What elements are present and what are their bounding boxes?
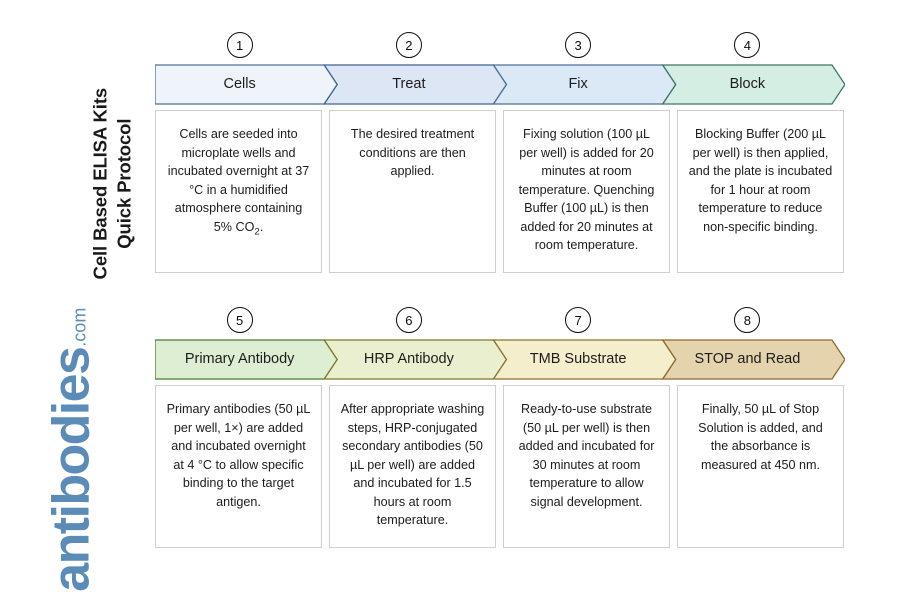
step-chevron-5[interactable] bbox=[155, 339, 339, 380]
step-number-badge-6: 6 bbox=[395, 307, 422, 333]
step-body-card-3: Fixing solution (100 µL per well) is add… bbox=[503, 110, 670, 273]
step-body-text-3: Fixing solution (100 µL per well) is add… bbox=[518, 127, 655, 252]
step-number-badge-5: 5 bbox=[226, 307, 253, 333]
step-body-card-7: Ready-to-use substrate (50 µL per well) … bbox=[503, 385, 670, 548]
step-body-card-2: The desired treatment conditions are the… bbox=[329, 110, 496, 273]
step-number-badge-1: 1 bbox=[226, 32, 253, 58]
step-body-card-4: Blocking Buffer (200 µL per well) is the… bbox=[677, 110, 844, 273]
step-bodies-row-1: Cells are seeded into microplate wells a… bbox=[155, 110, 845, 273]
step-number-badge-2: 2 bbox=[395, 32, 422, 58]
step-badges-row-1: 1 2 3 4 bbox=[155, 30, 845, 64]
logo-tld: .com bbox=[69, 307, 90, 347]
step-body-text-6: After appropriate washing steps, HRP-con… bbox=[340, 402, 485, 527]
step-number-badge-4: 4 bbox=[734, 32, 761, 58]
step-body-card-8: Finally, 50 µL of Stop Solution is added… bbox=[677, 385, 844, 548]
step-body-text-4: Blocking Buffer (200 µL per well) is the… bbox=[688, 127, 833, 234]
page-title: Cell Based ELISA Kits Quick Protocol bbox=[89, 87, 134, 280]
antibodies-logo: antibodies .com bbox=[42, 300, 101, 600]
step-chevron-2[interactable] bbox=[323, 64, 508, 105]
step-chevron-4[interactable] bbox=[661, 64, 845, 105]
step-number-badge-7: 7 bbox=[565, 307, 592, 333]
step-chevron-1[interactable] bbox=[155, 64, 339, 105]
step-chevron-3[interactable] bbox=[492, 64, 677, 105]
step-body-card-6: After appropriate washing steps, HRP-con… bbox=[329, 385, 496, 548]
left-rail: Cell Based ELISA Kits Quick Protocol ant… bbox=[0, 0, 155, 594]
step-number-badge-3: 3 bbox=[565, 32, 592, 58]
step-body-card-1: Cells are seeded into microplate wells a… bbox=[155, 110, 322, 273]
step-body-text-7: Ready-to-use substrate (50 µL per well) … bbox=[518, 402, 655, 509]
step-body-text-5: Primary antibodies (50 µL per well, 1×) … bbox=[166, 402, 311, 509]
step-body-text-2: The desired treatment conditions are the… bbox=[350, 127, 475, 178]
logo-wordmark: antibodies bbox=[42, 347, 101, 592]
step-band-svg bbox=[155, 64, 845, 105]
step-band-svg bbox=[155, 339, 845, 380]
step-badges-row-2: 5 6 7 8 bbox=[155, 305, 845, 339]
step-body-text-8: Finally, 50 µL of Stop Solution is added… bbox=[698, 402, 823, 472]
step-body-card-5: Primary antibodies (50 µL per well, 1×) … bbox=[155, 385, 322, 548]
step-chevron-6[interactable] bbox=[323, 339, 508, 380]
step-chevron-8[interactable] bbox=[661, 339, 845, 380]
step-body-text-1: Cells are seeded into microplate wells a… bbox=[167, 127, 310, 238]
step-bodies-row-2: Primary antibodies (50 µL per well, 1×) … bbox=[155, 385, 845, 548]
step-chevron-7[interactable] bbox=[492, 339, 677, 380]
step-number-badge-8: 8 bbox=[734, 307, 761, 333]
